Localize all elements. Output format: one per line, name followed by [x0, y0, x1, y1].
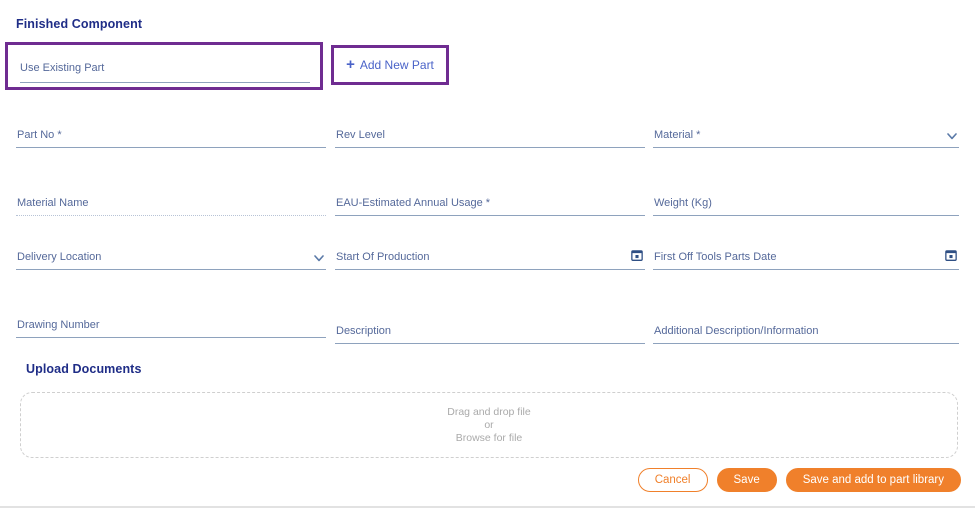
field-part-no-label: Part No * — [17, 129, 62, 141]
field-start-of-production-label: Start Of Production — [336, 251, 430, 263]
dropzone-or-text: or — [484, 418, 494, 431]
use-existing-part-label: Use Existing Part — [20, 62, 105, 74]
cancel-button[interactable]: Cancel — [637, 468, 708, 492]
field-drawing-number[interactable]: Drawing Number — [16, 308, 326, 338]
chevron-down-icon[interactable] — [314, 255, 324, 262]
field-underline — [653, 343, 959, 344]
file-dropzone[interactable]: Drag and drop file or Browse for file — [20, 392, 958, 458]
field-eau[interactable]: EAU-Estimated Annual Usage * — [335, 186, 645, 216]
dropzone-browse-link[interactable]: Browse for file — [455, 431, 523, 444]
calendar-icon[interactable] — [945, 249, 957, 261]
form-actions: Cancel Save Save and add to part library — [637, 468, 961, 492]
field-underline — [16, 147, 326, 148]
field-material-name-label: Material Name — [17, 197, 89, 209]
add-new-part-button[interactable]: + Add New Part — [331, 45, 449, 85]
field-rev-level[interactable]: Rev Level — [335, 118, 645, 148]
add-new-part-label: Add New Part — [359, 58, 434, 72]
plus-icon: + — [346, 55, 355, 73]
field-description-label: Description — [336, 325, 392, 337]
field-delivery-location-label: Delivery Location — [17, 251, 102, 263]
save-button[interactable]: Save — [716, 468, 777, 492]
field-first-off-tools-parts-date-label: First Off Tools Parts Date — [654, 251, 777, 263]
field-start-of-production[interactable]: Start Of Production — [335, 240, 645, 270]
save-and-add-to-part-library-button[interactable]: Save and add to part library — [785, 468, 961, 492]
chevron-down-icon[interactable] — [947, 133, 957, 140]
field-underline — [653, 215, 959, 216]
upload-documents-title: Upload Documents — [26, 362, 142, 376]
field-delivery-location[interactable]: Delivery Location — [16, 240, 326, 270]
field-underline — [335, 269, 645, 270]
field-description[interactable]: Description — [335, 314, 645, 344]
field-underline — [653, 269, 959, 270]
field-first-off-tools-parts-date[interactable]: First Off Tools Parts Date — [653, 240, 959, 270]
field-eau-label: EAU-Estimated Annual Usage * — [336, 197, 491, 209]
field-underline — [653, 147, 959, 148]
field-part-no[interactable]: Part No * — [16, 118, 326, 148]
field-underline-disabled — [16, 215, 326, 216]
dropzone-drag-text: Drag and drop file — [447, 405, 531, 418]
calendar-icon[interactable] — [631, 249, 643, 261]
field-underline — [335, 147, 645, 148]
page-title: Finished Component — [16, 17, 143, 31]
part-selector-row: Use Existing Part + Add New Part — [0, 42, 975, 90]
field-material[interactable]: Material * — [653, 118, 959, 148]
field-material-name: Material Name — [16, 186, 326, 216]
field-rev-level-label: Rev Level — [336, 129, 385, 141]
field-additional-description-label: Additional Description/Information — [654, 325, 819, 337]
field-weight[interactable]: Weight (Kg) — [653, 186, 959, 216]
add-new-part-label-wrap: + Add New Part — [346, 55, 434, 73]
field-drawing-number-label: Drawing Number — [17, 319, 100, 331]
use-existing-part-container[interactable]: Use Existing Part — [5, 42, 323, 90]
use-existing-part-input[interactable]: Use Existing Part — [20, 57, 310, 83]
field-material-label: Material * — [654, 129, 701, 141]
field-additional-description[interactable]: Additional Description/Information — [653, 314, 959, 344]
field-underline — [16, 269, 326, 270]
field-weight-label: Weight (Kg) — [654, 197, 712, 209]
field-underline — [335, 215, 645, 216]
field-underline — [16, 337, 326, 338]
field-underline — [335, 343, 645, 344]
